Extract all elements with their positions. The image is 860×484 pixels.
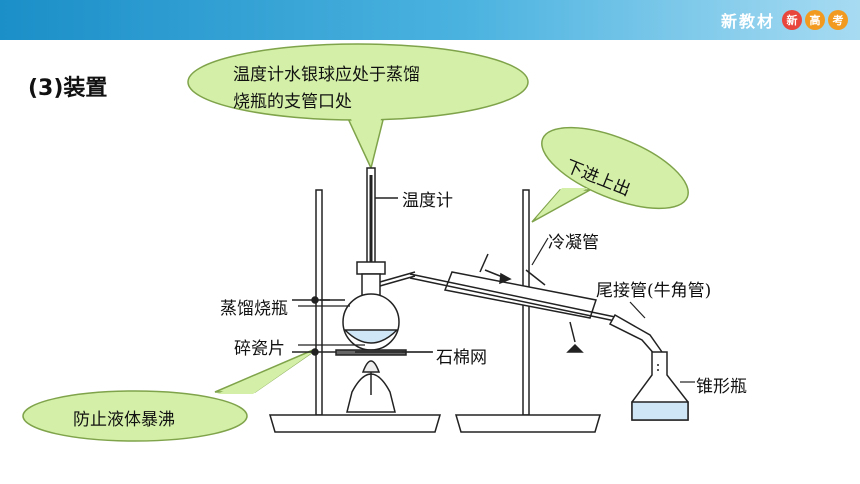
brand-logo: 新教材 新 高 考 <box>721 8 848 32</box>
boiling-callout-bubble <box>22 346 321 442</box>
label-gauze: 石棉网 <box>436 348 487 368</box>
receiving-flask <box>631 351 689 421</box>
boiling-note: 防止液体暴沸 <box>73 410 175 430</box>
label-thermometer: 温度计 <box>402 191 453 211</box>
label-adapter: 尾接管(牛角管) <box>596 281 712 301</box>
brand-text: 新教材 <box>720 12 775 31</box>
label-condenser: 冷凝管 <box>548 233 599 253</box>
badge-kao: 考 <box>828 10 848 30</box>
label-leaders <box>298 237 695 383</box>
thermometer-note-line2: 烧瓶的支管口处 <box>233 92 352 112</box>
label-flask: 蒸馏烧瓶 <box>220 299 288 319</box>
thermometer-drawing <box>366 167 398 269</box>
thermometer-note-line1: 温度计水银球应处于蒸馏 <box>233 65 420 85</box>
distilling-flask <box>320 261 416 351</box>
thermometer-callout-bubble <box>187 43 529 171</box>
badge-gao: 高 <box>805 10 825 30</box>
label-chips: 碎瓷片 <box>234 339 285 359</box>
header-bar: 新教材 新 高 考 <box>0 0 860 40</box>
section-heading: (3)装置 <box>28 76 108 101</box>
badge-xin: 新 <box>782 10 802 30</box>
condenser-tube <box>409 253 621 353</box>
left-iron-stand <box>268 189 442 433</box>
label-receiver: 锥形瓶 <box>696 377 747 397</box>
flow-callout-bubble <box>531 126 689 223</box>
gauze-and-lamp <box>335 349 433 413</box>
